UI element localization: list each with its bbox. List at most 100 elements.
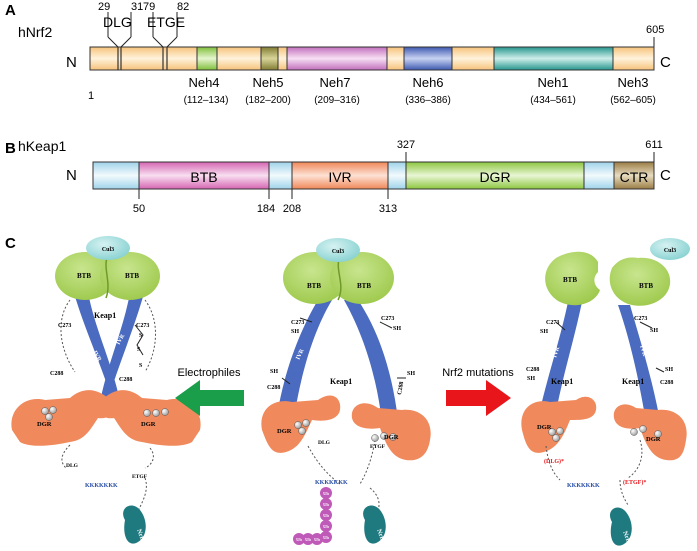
ub-label: Ub bbox=[314, 537, 320, 542]
neh5-range: (182–200) bbox=[245, 95, 291, 106]
btb-center-2 bbox=[330, 252, 394, 304]
thiol-label: SH bbox=[527, 376, 535, 382]
btb-left-2 bbox=[100, 252, 160, 300]
sulfur-label: S bbox=[139, 333, 143, 339]
domain-neh1 bbox=[493, 46, 614, 71]
electrophiles-arrow: Electrophiles bbox=[175, 367, 244, 416]
ctr-name: CTR bbox=[620, 169, 649, 185]
ivr-label: IVR bbox=[295, 348, 305, 361]
motif-etge-label: ETGE bbox=[147, 14, 185, 30]
dgr-left-2 bbox=[97, 390, 201, 446]
cys273-label: C273 bbox=[291, 320, 304, 326]
mutant-dlg-label: (DLG)* bbox=[544, 458, 564, 465]
cys288-label: C288 bbox=[267, 385, 280, 391]
keap1-label: Keap1 bbox=[94, 311, 116, 320]
keap1-arm-left bbox=[540, 302, 582, 412]
ivr-label: IVR bbox=[116, 333, 127, 346]
ub-label: Ub bbox=[323, 524, 329, 529]
ub-label: Ub bbox=[323, 513, 329, 518]
cul3-left bbox=[86, 236, 130, 260]
neh1-range: (434–561) bbox=[530, 95, 576, 106]
pos-184: 184 bbox=[257, 203, 275, 215]
domain-neh6 bbox=[403, 46, 453, 71]
neh6-range: (336–386) bbox=[405, 95, 451, 106]
cul3-label: Cul3 bbox=[664, 248, 676, 254]
keap1-label: Keap1 bbox=[551, 377, 573, 386]
neh6-name: Neh6 bbox=[412, 75, 443, 90]
dgr-label: DGR bbox=[277, 428, 292, 435]
ivr-label: IVR bbox=[638, 345, 647, 358]
ubiquitin-chain bbox=[293, 487, 332, 545]
ub-label: Ub bbox=[323, 502, 329, 507]
keap1-dimer-electrophile: Cul3 BTB BTB Keap1 C273 C273 IVR IVR S S… bbox=[11, 236, 201, 544]
dgr-label: DGR bbox=[384, 434, 399, 441]
etge-bracket bbox=[152, 12, 178, 48]
arrow-right-icon bbox=[446, 380, 511, 416]
etgf-motif-label: ETGF bbox=[370, 444, 386, 450]
nrf2-center bbox=[363, 505, 386, 544]
cul3-label: Cul3 bbox=[102, 247, 114, 253]
mutant-etgf-label: (ETGF)* bbox=[623, 479, 646, 486]
n-terminus-label: N bbox=[66, 54, 77, 71]
domain-neh5 bbox=[260, 46, 279, 71]
cys288-label: C288 bbox=[660, 380, 673, 386]
ivr-label: IVR bbox=[91, 350, 102, 363]
cys288-label: C288 bbox=[397, 381, 405, 395]
ub-label: Ub bbox=[305, 537, 311, 542]
nrf2-mutations-label: Nrf2 mutations bbox=[442, 367, 514, 379]
protein-label-keap1: hKeap1 bbox=[18, 138, 66, 154]
end-position: 605 bbox=[646, 24, 664, 36]
cys273-label: C273 bbox=[546, 320, 559, 326]
neh7-range: (209–316) bbox=[314, 95, 360, 106]
panel-a: A hNrf2 N C 1 605 29 31 DLG 79 82 ETGE N… bbox=[5, 1, 671, 106]
btb-label: BTB bbox=[307, 282, 321, 290]
pos-208: 208 bbox=[283, 203, 301, 215]
nrf2-left bbox=[123, 505, 146, 544]
arrow-left-icon bbox=[175, 380, 244, 416]
thiol-label: SH bbox=[540, 329, 548, 335]
keap1-arm-right bbox=[618, 305, 660, 422]
btb-center-1 bbox=[283, 252, 347, 304]
keap1-arm-right bbox=[100, 278, 148, 402]
nrf2-label: Nrf2 bbox=[375, 528, 386, 543]
dlg-bracket bbox=[107, 12, 132, 48]
keap1-dimer-basal: Cul3 BTB BTB Keap1 C273 SH C273 SH IVR I… bbox=[261, 238, 431, 545]
dgr-center-2 bbox=[351, 403, 431, 461]
lysine-sequence: KKKKKKK bbox=[315, 480, 348, 486]
cys288-label: C288 bbox=[526, 367, 539, 373]
thiol-label: SH bbox=[393, 326, 401, 332]
btb-right-2 bbox=[609, 257, 671, 306]
etge-end: 82 bbox=[177, 1, 189, 13]
keap1-label: Keap1 bbox=[330, 377, 352, 386]
keap1-arm-left bbox=[278, 300, 332, 412]
keap1-dimer-mutant: Cul3 BTB BTB Keap1 Keap1 C273 SH C273 SH… bbox=[521, 238, 690, 546]
domain-dgr bbox=[405, 161, 585, 190]
nrf2-right bbox=[610, 507, 632, 546]
panel-b-letter: B bbox=[5, 140, 16, 157]
dgr-name: DGR bbox=[479, 169, 510, 185]
thiol-label: SH bbox=[270, 369, 278, 375]
pos-611: 611 bbox=[645, 139, 663, 151]
dlg-motif-label: DLG bbox=[66, 463, 79, 469]
ub-label: Ub bbox=[323, 491, 329, 496]
btb-label: BTB bbox=[563, 276, 577, 284]
neh1-name: Neh1 bbox=[537, 75, 568, 90]
ivr-name: IVR bbox=[328, 169, 351, 185]
panel-a-letter: A bbox=[5, 2, 16, 19]
cul3-right bbox=[650, 238, 690, 260]
sulfur-label: S bbox=[139, 363, 143, 369]
domain-neh3 bbox=[612, 46, 655, 71]
start-position: 1 bbox=[88, 90, 94, 102]
ivr-label: IVR bbox=[380, 347, 390, 360]
ub-label: Ub bbox=[296, 537, 302, 542]
keap1-n-terminus: N bbox=[66, 167, 77, 184]
dgr-right-2 bbox=[613, 404, 687, 461]
dlg-end: 31 bbox=[131, 1, 143, 13]
dgr-label: DGR bbox=[646, 436, 661, 443]
keap1-arm-left bbox=[70, 278, 120, 402]
domain-ivr bbox=[291, 161, 389, 190]
nrf2-label: Nrf2 bbox=[135, 528, 146, 543]
nrf2-label: Nrf2 bbox=[621, 530, 632, 545]
sulfur-label: S bbox=[137, 347, 141, 353]
